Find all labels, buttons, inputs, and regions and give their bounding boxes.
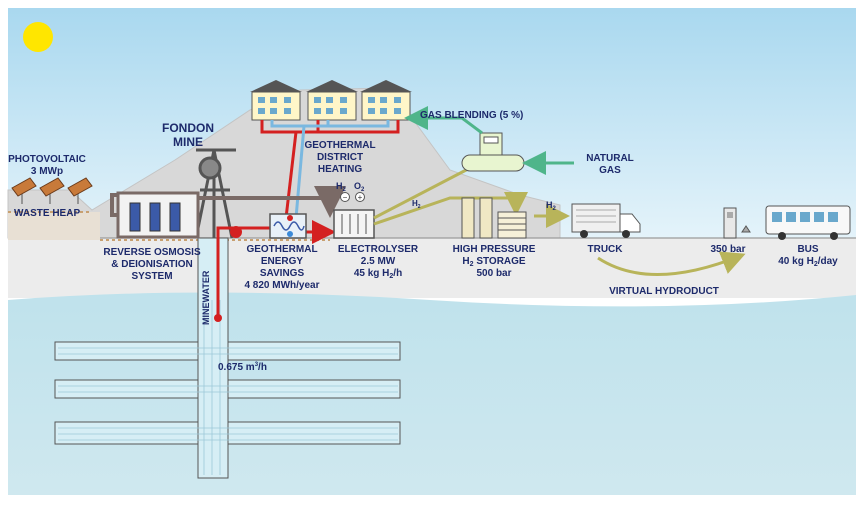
bus-rate-label: 40 kg H2/day <box>778 256 838 268</box>
photovoltaic-label: PHOTOVOLTAIC <box>8 154 86 165</box>
h2-output-label: H2 <box>336 181 347 193</box>
reverse-osmosis-label-2: & DEIONISATION <box>111 259 192 270</box>
district-heating-label-3: HEATING <box>318 164 362 175</box>
geothermal-energy-label-2: ENERGY <box>261 256 304 267</box>
ground-layer <box>8 238 856 298</box>
photovoltaic-power-label: 3 MWp <box>31 166 63 177</box>
pump-inlet-dot <box>214 314 222 322</box>
electrolyser-label-3: 45 kg H2/h <box>354 268 402 280</box>
district-heating-pipes <box>260 120 400 219</box>
gas-pipes <box>404 106 574 175</box>
h2-pipe-label: H2 <box>412 199 421 210</box>
pressure-350-label: 350 bar <box>710 244 745 255</box>
virtual-hydroduct-label: VIRTUAL HYDRODUCT <box>609 286 719 297</box>
hydrogen-dispenser-icon <box>723 207 751 239</box>
bus-icon <box>765 205 851 240</box>
district-heating-label-2: DISTRICT <box>317 152 363 163</box>
bus-label: BUS <box>797 244 818 255</box>
high-pressure-label-2: H2 STORAGE <box>462 256 526 268</box>
o2-output-label: O2 <box>354 181 365 193</box>
reverse-osmosis-label-3: SYSTEM <box>131 271 172 282</box>
electrolyser-label-1: ELECTROLYSER <box>338 244 419 255</box>
svg-text:−: − <box>343 193 348 202</box>
fondon-label: FONDON <box>162 121 214 135</box>
electrolyser-icon: − + <box>333 192 375 239</box>
sun-icon <box>23 22 53 52</box>
reverse-osmosis-label-1: REVERSE OSMOSIS <box>103 247 201 258</box>
district-houses-icon <box>250 80 412 121</box>
valve-icon <box>230 226 242 238</box>
truck-icon <box>571 203 641 238</box>
waste-heap-label: WASTE HEAP <box>14 208 80 219</box>
gallery-water-lines <box>58 300 398 475</box>
virtual-hydroduct-arrow <box>597 251 746 276</box>
process-water-pipe <box>110 186 346 218</box>
natural-gas-label-1: NATURAL <box>586 153 634 164</box>
electrolyser-label-2: 2.5 MW <box>361 256 396 267</box>
truck-label: TRUCK <box>588 244 624 255</box>
high-pressure-label-3: 500 bar <box>476 268 511 279</box>
hydrogen-storage-icon <box>461 197 527 239</box>
waste-heap-ground <box>8 212 100 240</box>
geothermal-energy-label-4: 4 820 MWh/year <box>244 280 319 291</box>
district-heating-label-1: GEOTHERMAL <box>304 140 375 151</box>
h2-truck-label: H2 <box>546 200 557 212</box>
high-pressure-label-1: HIGH PRESSURE <box>453 244 536 255</box>
gas-blending-tank-icon <box>461 132 525 172</box>
geothermal-energy-label-3: SAVINGS <box>260 268 305 279</box>
reverse-osmosis-unit-icon <box>116 191 200 239</box>
mine-galleries <box>54 237 401 479</box>
flow-rate-label: 0.675 m3/h <box>218 362 267 373</box>
svg-text:+: + <box>358 193 363 202</box>
gas-blending-label: GAS BLENDING (5 %) <box>420 110 523 121</box>
minewater-label: MINEWATER <box>201 270 211 325</box>
natural-gas-label-2: GAS <box>599 165 621 176</box>
heat-exchanger-icon <box>269 213 307 239</box>
solar-panel-icon <box>11 177 93 204</box>
geothermal-energy-label-1: GEOTHERMAL <box>246 244 317 255</box>
mine-label: MINE <box>173 135 203 149</box>
